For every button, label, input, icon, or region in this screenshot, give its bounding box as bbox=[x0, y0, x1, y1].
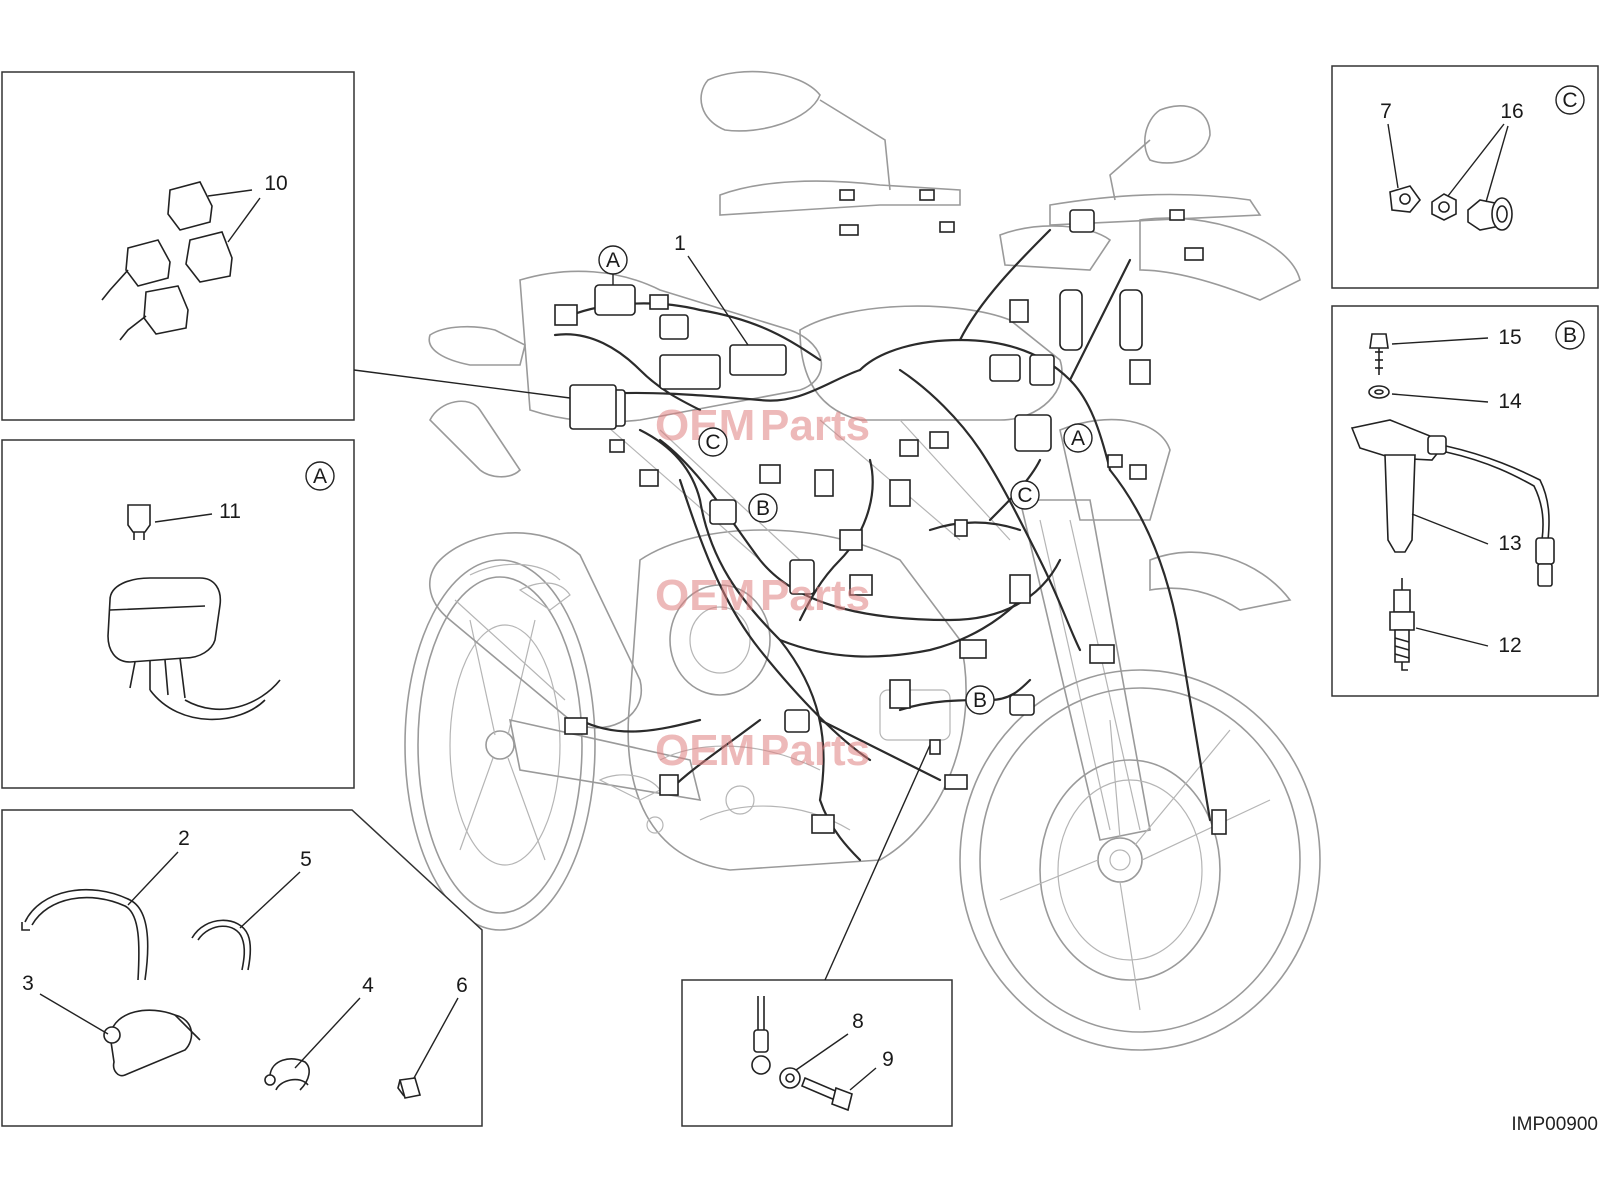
swingarm bbox=[508, 718, 702, 801]
svg-text:2: 2 bbox=[178, 827, 190, 850]
fuse-icon bbox=[127, 504, 151, 540]
svg-text:A: A bbox=[313, 465, 327, 488]
tank bbox=[799, 305, 1063, 421]
clamp-5 bbox=[191, 919, 252, 971]
clip-6 bbox=[397, 1077, 422, 1099]
svg-text:8: 8 bbox=[852, 1010, 864, 1033]
svg-text:Parts: Parts bbox=[760, 401, 870, 450]
svg-text:5: 5 bbox=[300, 848, 312, 871]
svg-text:OEM: OEM bbox=[655, 571, 755, 620]
svg-text:11: 11 bbox=[219, 500, 241, 523]
exhaust bbox=[428, 532, 643, 729]
spark-plug-icon bbox=[1389, 578, 1415, 671]
svg-text:C: C bbox=[705, 431, 720, 454]
svg-text:OEM: OEM bbox=[655, 726, 755, 775]
ignition-panel: B 15 14 13 bbox=[1331, 305, 1599, 697]
svg-text:1: 1 bbox=[674, 232, 686, 255]
svg-text:15: 15 bbox=[1498, 326, 1521, 349]
svg-text:10: 10 bbox=[264, 172, 287, 195]
front-fender bbox=[1149, 551, 1292, 611]
svg-text:Parts: Parts bbox=[760, 726, 870, 775]
svg-text:14: 14 bbox=[1498, 390, 1522, 413]
washer-14-icon bbox=[1368, 385, 1390, 399]
washer-8-icon bbox=[779, 1067, 801, 1089]
relay-icon bbox=[101, 181, 233, 341]
fuse-box-icon bbox=[107, 577, 281, 721]
svg-text:7: 7 bbox=[1380, 100, 1392, 123]
svg-text:B: B bbox=[1563, 324, 1577, 347]
svg-text:C: C bbox=[1562, 89, 1577, 112]
callout-1: 1 bbox=[674, 232, 749, 346]
svg-text:B: B bbox=[756, 497, 770, 520]
clamp-3 bbox=[103, 1009, 201, 1077]
svg-text:B: B bbox=[973, 689, 987, 712]
main-wiring-harness bbox=[553, 189, 1227, 862]
front-fairing bbox=[1139, 217, 1301, 301]
svg-text:6: 6 bbox=[456, 974, 468, 997]
power-socket-icon bbox=[1467, 197, 1513, 231]
bike-markers: A C B A C B bbox=[598, 245, 1093, 715]
screw-15-icon bbox=[1369, 333, 1389, 375]
handlebar-and-mirrors bbox=[700, 70, 1262, 271]
svg-text:3: 3 bbox=[22, 972, 34, 995]
svg-text:4: 4 bbox=[362, 974, 374, 997]
svg-text:16: 16 bbox=[1500, 100, 1523, 123]
svg-text:9: 9 bbox=[882, 1048, 894, 1071]
socket-panel: C 7 16 bbox=[1331, 65, 1599, 289]
clamp-2 bbox=[21, 888, 149, 981]
fuse-box-panel: A 11 bbox=[1, 439, 355, 789]
cable-ties-panel: 2 5 3 4 6 bbox=[1, 809, 483, 1127]
front-fork bbox=[1018, 418, 1171, 841]
ignition-coil-icon bbox=[1350, 419, 1555, 587]
ground-panel: 8 9 bbox=[681, 744, 953, 1127]
nut-icon bbox=[1431, 193, 1457, 221]
clamp-4 bbox=[264, 1058, 310, 1091]
svg-text:Parts: Parts bbox=[760, 571, 870, 620]
bracket-7-icon bbox=[1389, 185, 1422, 213]
front-wheel bbox=[959, 669, 1321, 1051]
svg-text:12: 12 bbox=[1498, 634, 1521, 657]
screw-9-icon bbox=[800, 1076, 853, 1112]
svg-text:A: A bbox=[1071, 427, 1085, 450]
ground-lead-icon bbox=[751, 996, 771, 1075]
svg-text:13: 13 bbox=[1498, 532, 1521, 555]
relay-panel: 10 bbox=[1, 71, 617, 430]
diagram-code: IMP00900 bbox=[1511, 1114, 1598, 1135]
watermark: OEM Parts OEM Parts OEM Parts bbox=[655, 401, 870, 775]
svg-text:A: A bbox=[606, 249, 620, 272]
rear-wheel bbox=[404, 559, 596, 931]
svg-text:C: C bbox=[1017, 484, 1032, 507]
